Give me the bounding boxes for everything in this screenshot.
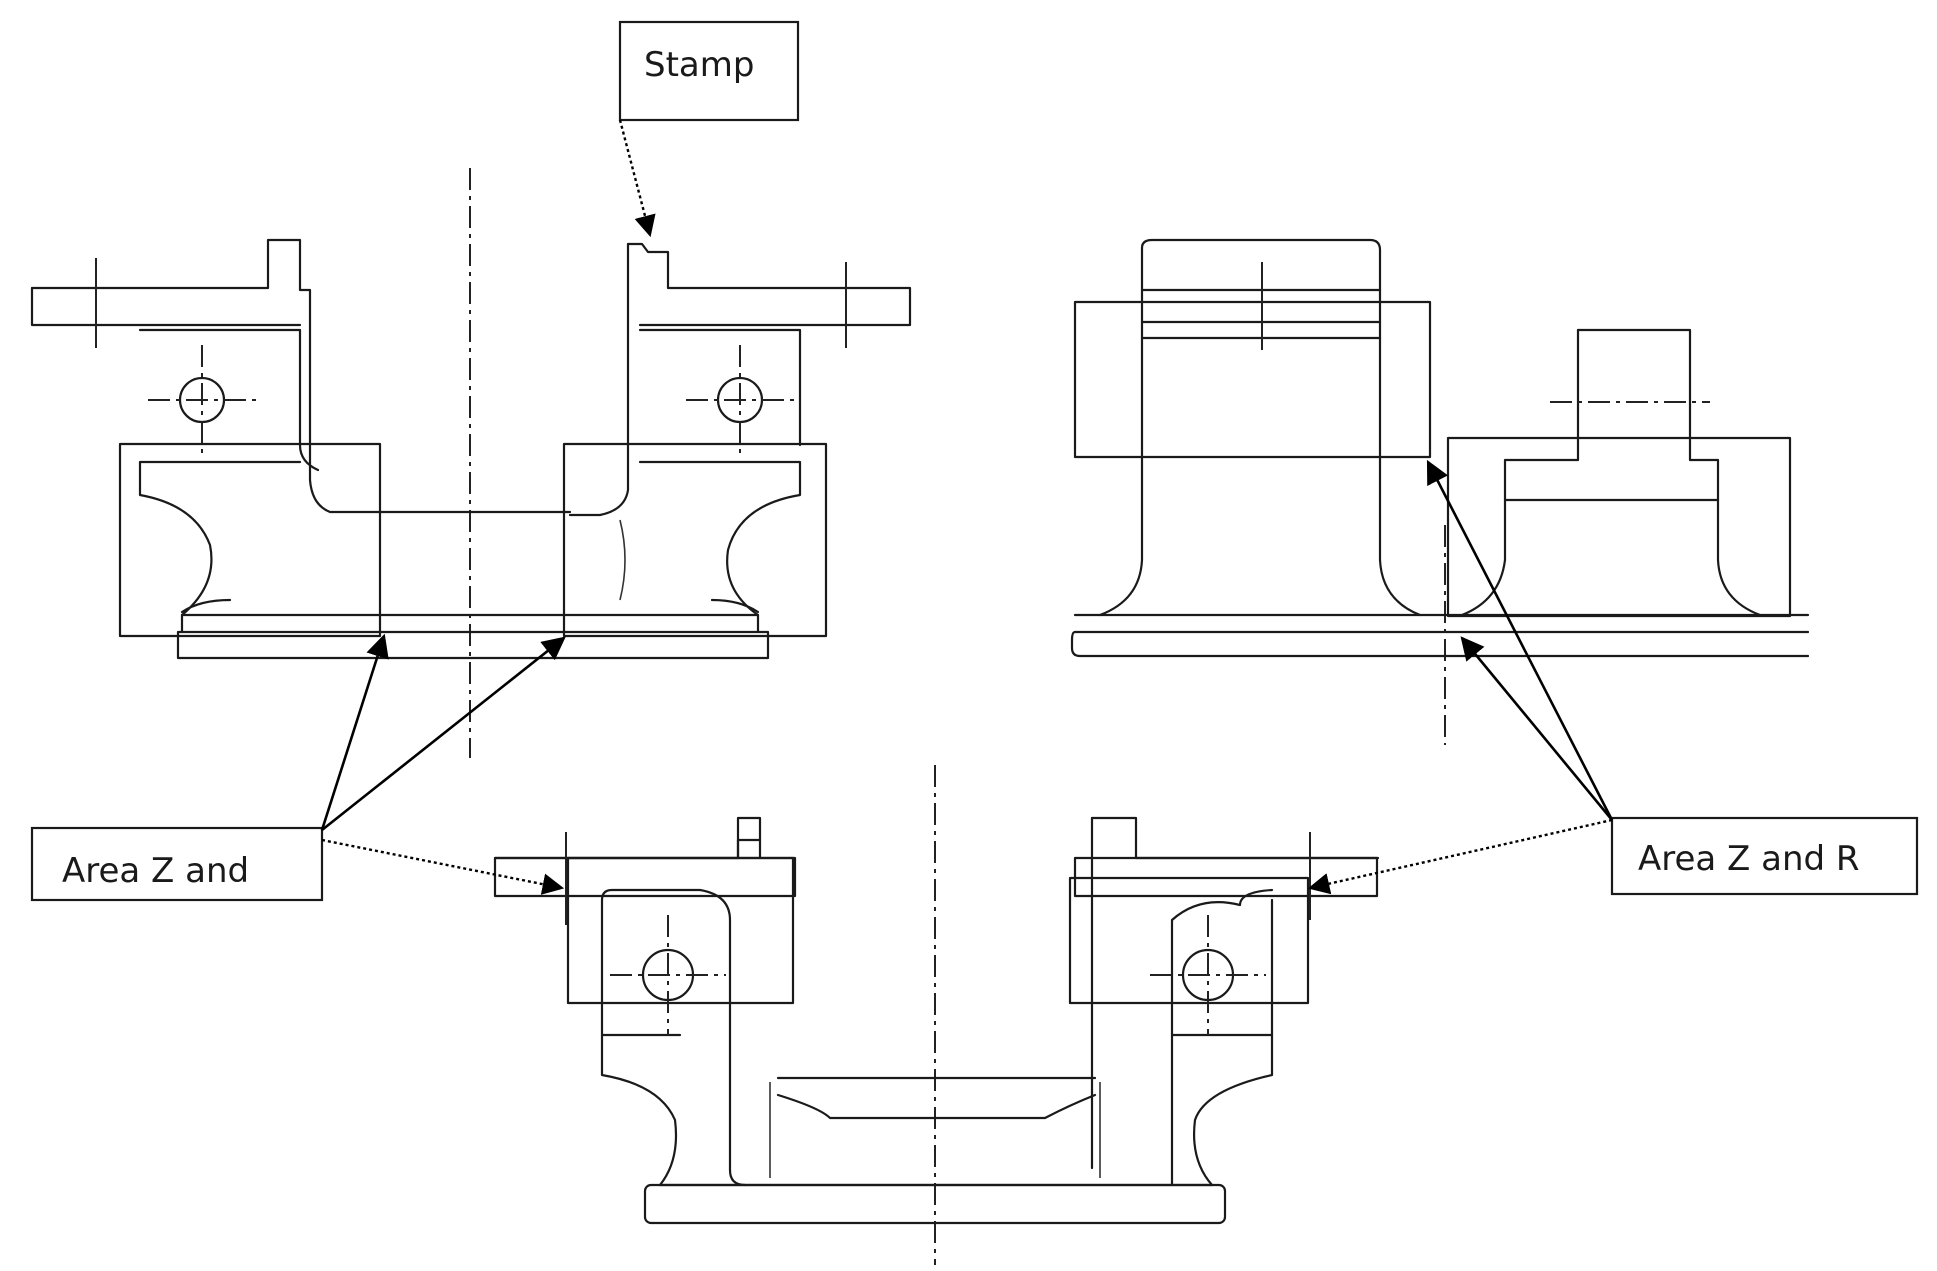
area-left-label-text: Area Z and [62, 851, 249, 891]
leader-lines [320, 119, 1614, 895]
left-arm-outline [30, 238, 572, 514]
stamp-leader [618, 119, 656, 238]
area-right-label-text: Area Z and R [1638, 839, 1860, 879]
stamp-label: Stamp [618, 20, 800, 122]
right-arm-outline [626, 242, 912, 327]
top-right-view [1070, 238, 1810, 745]
bottom-view [493, 765, 1380, 1265]
top-left-view [30, 168, 912, 758]
stamp-label-text: Stamp [644, 45, 754, 85]
area-right-label: Area Z and R [1610, 816, 1919, 896]
area-left-label: Area Z and [30, 826, 324, 902]
